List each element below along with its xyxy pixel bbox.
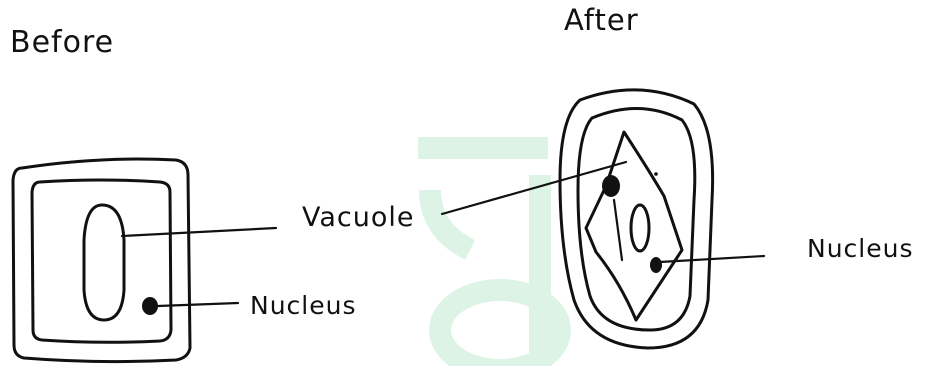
before-cell-wall	[13, 159, 190, 362]
after-blob	[602, 175, 620, 197]
before-nucleus-label: Nucleus	[250, 291, 357, 320]
before-nucleus	[142, 297, 158, 315]
vacuole-label: Vacuole	[302, 202, 415, 233]
after-title: After	[564, 3, 639, 37]
before-title: Before	[10, 25, 114, 60]
after-inner-wall	[578, 108, 695, 330]
after-cell-wall	[560, 90, 713, 348]
after-nucleus	[650, 257, 662, 273]
after-protoplast	[586, 132, 682, 320]
after-inner-line	[614, 200, 622, 260]
before-vacuole-leader	[122, 228, 276, 236]
after-dot	[654, 172, 658, 176]
after-nucleus-label: Nucleus	[807, 234, 914, 263]
watermark	[418, 148, 560, 366]
after-vacuole	[631, 205, 649, 251]
before-vacuole	[84, 205, 124, 320]
